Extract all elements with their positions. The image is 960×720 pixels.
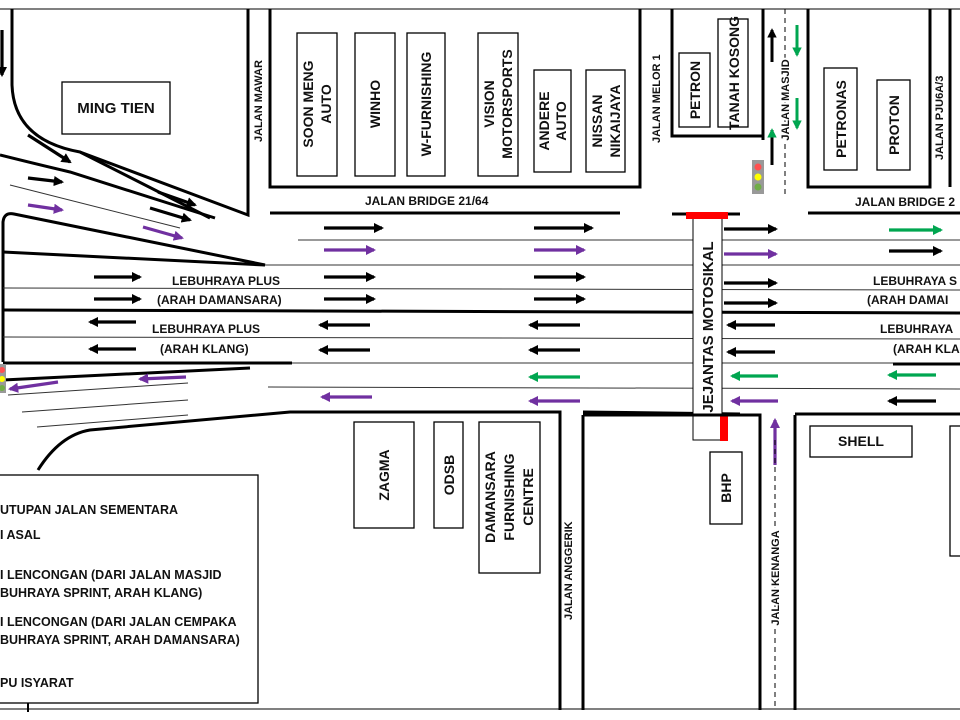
label-w-furnishing: W-FURNISHING xyxy=(418,52,434,157)
label-shell: SHELL xyxy=(838,433,884,449)
block-petron xyxy=(670,9,765,140)
road-label-sprint-klang-dir: (ARAH KLA xyxy=(893,342,960,356)
road-label-jalan-bridge-right: JALAN BRIDGE 2 xyxy=(855,195,955,209)
label-proton: PROTON xyxy=(886,95,902,155)
label-nikaijaya: NIKAIJAYA xyxy=(607,85,623,158)
road-jalan-anggerik xyxy=(558,415,585,710)
road-label-sprint-damansara: LEBUHRAYA S xyxy=(873,274,957,288)
arrow-purple-icon xyxy=(27,203,65,214)
road-label-sprint-klang: LEBUHRAYA xyxy=(880,322,953,336)
road-label-jalan-mawar: JALAN MAWAR xyxy=(253,60,265,142)
label-winho: WINHO xyxy=(367,80,383,128)
traffic-light-icon xyxy=(0,364,6,393)
label-damansara: DAMANSARA xyxy=(482,451,498,543)
label-motorsports: MOTORSPORTS xyxy=(499,49,515,158)
road-label-jalan-kenanga: JALAN KENANGA xyxy=(770,530,782,625)
legend-item: PU ISYARAT xyxy=(0,676,74,690)
label-furnishing: FURNISHING xyxy=(501,453,517,540)
legend: UTUPAN JALAN SEMENTARA I ASAL I LENCONGA… xyxy=(0,474,259,704)
traffic-light-icon xyxy=(752,160,764,194)
label-vision: VISION xyxy=(481,80,497,127)
arrow-black-icon xyxy=(27,175,65,187)
road-label-jalan-pju6a3: JALAN PJU6A/3 xyxy=(934,76,946,160)
building-ming-tien xyxy=(61,81,171,135)
traffic-flow-arrows xyxy=(0,30,944,465)
legend-item: BUHRAYA SPRINT, ARAH DAMANSARA) xyxy=(0,633,240,647)
arrow-black-icon xyxy=(149,206,192,223)
label-jejantas-motosikal: JEJANTAS MOTOSIKAL xyxy=(700,241,717,412)
label-tanah-kosong: TANAH KOSONG xyxy=(726,16,742,130)
block-petronas xyxy=(806,9,952,189)
arrow-purple-icon xyxy=(7,380,59,393)
label-zagma: ZAGMA xyxy=(376,449,392,500)
legend-item: BUHRAYA SPRINT, ARAH KLANG) xyxy=(0,586,202,600)
label-andere-auto: AUTO xyxy=(553,101,569,141)
slip-road-top-left xyxy=(0,9,266,362)
label-petronas: PETRONAS xyxy=(833,80,849,158)
motorcycle-overpass xyxy=(692,214,723,441)
arrow-black-icon xyxy=(27,133,72,164)
road-closure-bar xyxy=(686,212,728,219)
label-centre: CENTRE xyxy=(520,468,536,526)
label-soon-meng-auto: AUTO xyxy=(318,84,334,124)
arrow-purple-icon xyxy=(142,225,184,241)
road-label-plus-damansara: LEBUHRAYA PLUS xyxy=(172,274,280,288)
road-label-jalan-bridge: JALAN BRIDGE 21/64 xyxy=(365,194,489,208)
legend-item: I ASAL xyxy=(0,528,41,542)
label-nissan: NISSAN xyxy=(589,95,605,148)
label-soon-meng: SOON MENG xyxy=(300,60,316,147)
label-andere: ANDERE xyxy=(536,91,552,150)
arrow-black-icon xyxy=(157,190,197,208)
label-odsb: ODSB xyxy=(441,455,457,495)
block-jalan-bridge-north xyxy=(268,9,642,189)
buildings-north: SOON MENG AUTO WINHO W-FURNISHING VISION… xyxy=(296,32,626,177)
road-label-plus-klang-dir: (ARAH KLANG) xyxy=(160,342,249,356)
road-label-jalan-melor-1: JALAN MELOR 1 xyxy=(651,54,663,143)
road-closure-bar xyxy=(720,414,728,441)
label-bhp: BHP xyxy=(718,473,734,503)
legend-item: UTUPAN JALAN SEMENTARA xyxy=(0,503,178,517)
label-petron: PETRON xyxy=(687,61,703,119)
road-label-plus-damansara-dir: (ARAH DAMANSARA) xyxy=(157,293,282,307)
arrow-purple-icon xyxy=(137,373,187,384)
legend-item: I LENCONGAN (DARI JALAN CEMPAKA xyxy=(0,615,237,629)
road-label-jalan-anggerik: JALAN ANGGERIK xyxy=(563,521,575,620)
label-ming-tien: MING TIEN xyxy=(77,100,155,117)
road-label-plus-klang: LEBUHRAYA PLUS xyxy=(152,322,260,336)
road-label-jalan-masjid: JALAN MASJID xyxy=(780,59,792,140)
road-label-sprint-damansara-dir: (ARAH DAMAI xyxy=(867,293,948,307)
legend-item: I LENCONGAN (DARI JALAN MASJID xyxy=(0,568,222,582)
